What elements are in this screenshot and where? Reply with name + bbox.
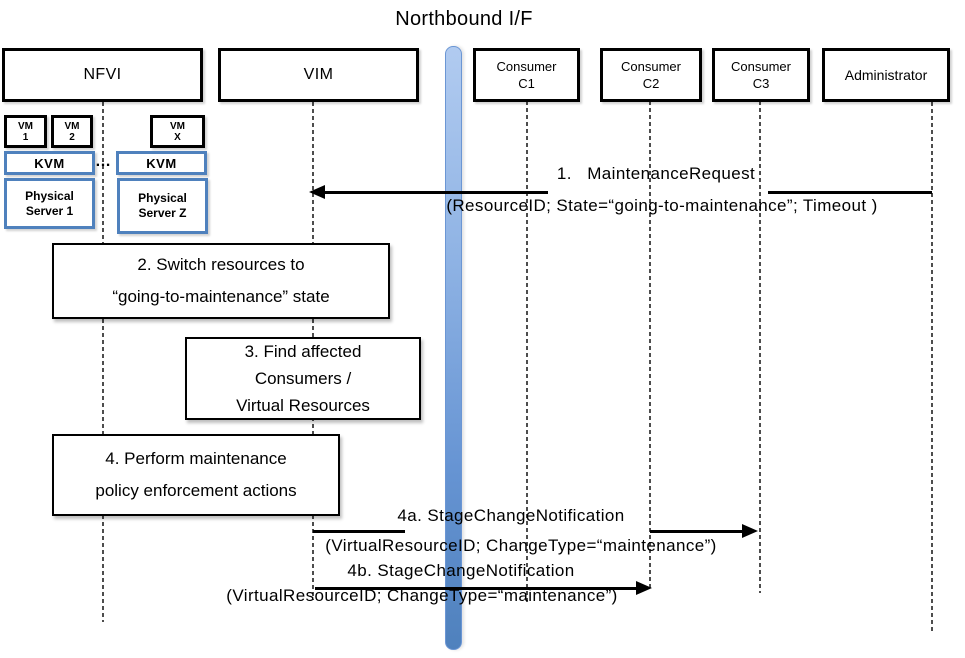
lifeline-consumer-c1 <box>526 101 528 604</box>
actor-label-consumer: Consumer <box>731 59 791 74</box>
vm2-box: VM 2 <box>51 115 93 148</box>
physical-server-z-box: Physical Server Z <box>117 178 208 234</box>
actor-box-nfvi: NFVI <box>2 48 203 102</box>
actor-label-vim: VIM <box>303 66 334 83</box>
vmx-number: X <box>174 131 181 143</box>
message-4b-line <box>315 587 638 590</box>
lifeline-consumer-c2 <box>649 101 651 591</box>
actor-box-vim: VIM <box>218 48 419 102</box>
message-4b-params: (VirtualResourceID; ChangeType=“maintena… <box>226 586 618 605</box>
physical-server-1-line2: Server 1 <box>25 203 74 218</box>
message-4a-line-right <box>650 530 744 533</box>
lifeline-nfvi <box>102 102 104 622</box>
actor-box-administrator: Administrator <box>822 48 950 102</box>
northbound-interface-bar <box>445 46 462 650</box>
actor-label-c1: C1 <box>518 76 535 91</box>
ellipsis-between-kvm: … <box>95 153 111 170</box>
vm1-box: VM 1 <box>4 115 47 148</box>
step-3-box: 3. Find affected Consumers / Virtual Res… <box>185 337 421 420</box>
message-4a-arrowhead <box>742 524 758 538</box>
vmx-box: VM X <box>150 115 205 148</box>
actor-box-consumer-c1: Consumer C1 <box>473 48 580 102</box>
step-2-box: 2. Switch resources to “going-to-mainten… <box>52 243 390 319</box>
message-4a-label: 4a. StageChangeNotification <box>397 506 625 525</box>
lifeline-consumer-c3 <box>759 101 761 593</box>
message-1-arrowhead <box>309 185 325 199</box>
message-1-line-left <box>320 191 548 194</box>
physical-server-z-line1: Physical <box>138 191 187 205</box>
physical-server-z-line2: Server Z <box>138 206 187 220</box>
actor-label-consumer: Consumer <box>496 59 557 74</box>
message-1-params: (ResourceID; State=“going-to-maintenance… <box>446 196 878 215</box>
step-3-line2: Consumers / <box>254 369 352 388</box>
actor-label-nfvi: NFVI <box>83 66 122 83</box>
kvm-right-label: KVM <box>146 155 177 171</box>
message-4a-params: (VirtualResourceID; ChangeType=“maintena… <box>325 536 717 555</box>
kvm-right-box: KVM <box>116 151 207 175</box>
actor-box-consumer-c3: Consumer C3 <box>712 48 810 102</box>
physical-server-1-line1: Physical <box>25 188 74 203</box>
message-4a-line-left <box>313 530 405 533</box>
physical-server-1-box: Physical Server 1 <box>4 178 95 229</box>
actor-box-consumer-c2: Consumer C2 <box>600 48 702 102</box>
actor-label-c2: C2 <box>642 76 660 91</box>
vm2-number: 2 <box>69 131 75 143</box>
lifeline-administrator <box>931 102 933 634</box>
message-4b-label: 4b. StageChangeNotification <box>347 561 575 580</box>
vmx-label: VM <box>170 120 185 132</box>
message-1-label: 1. MaintenanceRequest <box>556 164 756 183</box>
actor-label-consumer: Consumer <box>621 59 681 74</box>
step-3-line1: 3. Find affected <box>244 342 362 361</box>
step-3-line3: Virtual Resources <box>236 396 370 415</box>
kvm-left-box: KVM <box>4 151 95 175</box>
step-4-line1: 4. Perform maintenance <box>105 449 287 468</box>
step-2-line2: “going-to-maintenance” state <box>112 287 330 306</box>
actor-label-c3: C3 <box>752 76 770 91</box>
message-4b-arrowhead <box>636 581 652 595</box>
vm2-label: VM <box>64 120 80 132</box>
vm1-label: VM <box>18 120 33 132</box>
kvm-left-label: KVM <box>34 155 65 171</box>
step-4-box: 4. Perform maintenance policy enforcemen… <box>52 434 340 516</box>
actor-label-administrator: Administrator <box>844 67 928 83</box>
diagram-title: Northbound I/F <box>395 8 533 30</box>
step-2-line1: 2. Switch resources to <box>137 255 305 274</box>
step-4-line2: policy enforcement actions <box>95 481 297 500</box>
vm1-number: 1 <box>22 131 29 143</box>
message-1-line-right <box>768 191 932 194</box>
